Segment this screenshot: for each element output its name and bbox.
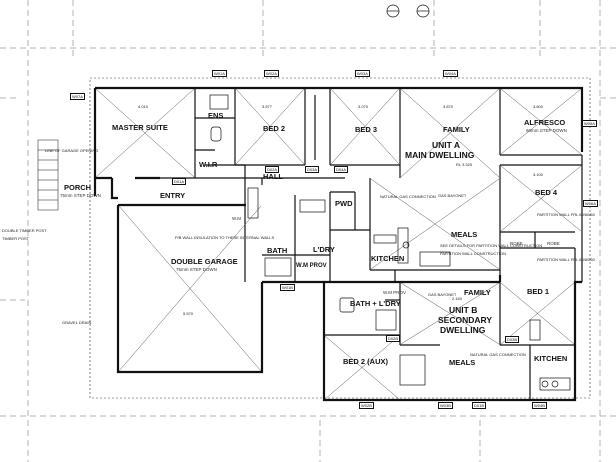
gravel-drain-note: GRAVEL DRAIN <box>62 320 92 325</box>
dim-family-b: 2.160 <box>452 296 463 301</box>
door-tag: D03A <box>305 166 320 173</box>
master-suite-label: MASTER SUITE <box>112 123 168 132</box>
natural-gas-note: NATURAL GAS CONNECTION <box>380 194 436 199</box>
family-label: FAMILY <box>443 125 470 134</box>
dim-bed4: 3.100 <box>533 172 544 177</box>
ceiling-diagonals <box>95 88 582 400</box>
natural-gas-b-note: NATURAL GAS CONNECTION <box>470 352 526 357</box>
meals-label: MEALS <box>451 230 478 239</box>
alfresco-sub: 60mm STEP DOWN <box>526 128 567 133</box>
walls <box>93 86 584 402</box>
partition-wall-note: PARTITION WALL FRL 60/60/60 <box>537 212 595 217</box>
window-tag: W05A <box>582 120 597 127</box>
line-of-garage-note: LINE OF GARAGE OPENING <box>45 148 99 153</box>
porch-sub: 75mm STEP DOWN <box>60 193 101 198</box>
unit-b-subtitle: SECONDARY <box>438 315 492 325</box>
wm-prov-b-label: W.M PROV <box>383 290 407 295</box>
partition-wall-construction-note: PARTITION WALL CONSTRUCTION <box>440 251 507 256</box>
see-details-note: SEE DETAILS FOR PARTITION WALL CONSTRUCT… <box>440 243 543 248</box>
window-tag: W02A <box>264 70 279 77</box>
powder-label: PWD <box>335 199 353 208</box>
double-post-note: DOUBLE TIMBER POST <box>2 228 47 233</box>
boundary-line <box>89 77 591 399</box>
window-tag: W07A <box>70 93 85 100</box>
wm-label: W.M <box>232 216 241 221</box>
garage-insulation-note: P/B WALL INSULATION TO THESE INTERNAL WA… <box>175 235 275 240</box>
porch-label: PORCH <box>64 183 92 192</box>
unit-a-subtitle: MAIN DWELLING <box>405 150 475 160</box>
door-tag: D01B <box>472 402 487 409</box>
dim-bed3: 3.070 <box>358 104 369 109</box>
dim-garage: 5.570 <box>183 311 194 316</box>
double-garage-label: DOUBLE GARAGE <box>171 257 238 266</box>
door-tag: D02A <box>265 166 280 173</box>
bath-laundry-b-label: BATH + L'DRY <box>350 299 401 308</box>
gas-bayonet-note: GAS BAYONET <box>438 193 467 198</box>
dim-master: 4.010 <box>138 104 149 109</box>
door-tag: D03B <box>505 336 520 343</box>
window-tag: W06A <box>583 200 598 207</box>
wm-prov-label: W.M PROV <box>296 263 327 269</box>
laundry-label: L'DRY <box>313 245 335 254</box>
dim-family: 3.870 <box>443 104 454 109</box>
garage-sub: 75mm STEP DOWN <box>176 267 217 272</box>
bed2-label: BED 2 <box>263 124 286 133</box>
alfresco-label: ALFRESCO <box>524 118 566 127</box>
ens-label: ENS <box>208 111 224 120</box>
door-tag: D04A <box>334 166 349 173</box>
window-tag: W04B <box>532 402 547 409</box>
bath-label: BATH <box>267 246 288 255</box>
kitchen-label: KITCHEN <box>371 254 405 263</box>
section-markers <box>386 4 430 18</box>
internal-walls <box>160 88 583 400</box>
robe1-label: ROBE <box>510 241 523 246</box>
dim-bed2: 3.577 <box>262 104 273 109</box>
door-tag: D01A <box>172 178 187 185</box>
timber-post-note: TIMBER POST <box>2 236 30 241</box>
window-tag: W04A <box>443 70 458 77</box>
window-tag: W03A <box>355 70 370 77</box>
bed1-label: BED 1 <box>527 287 550 296</box>
gas-bayonet-b-note: GAS BAYONET <box>428 292 457 297</box>
fixtures <box>209 94 571 391</box>
robe2-label: ROBE <box>547 241 560 246</box>
wir-label: W.I.R <box>199 160 218 169</box>
partition-wall-b-note: PARTITION WALL FRL 60/60/60 <box>537 257 595 262</box>
unit-b-subtitle-2: DWELLING <box>440 325 486 335</box>
window-tag: W03B <box>438 402 453 409</box>
meals-b-label: MEALS <box>449 358 476 367</box>
family-b-label: FAMILY <box>464 288 491 297</box>
unit-a-title: UNIT A <box>432 140 461 150</box>
door-tag: D02B <box>386 335 401 342</box>
dim-alfresco: 3.600 <box>533 104 544 109</box>
bed3-label: BED 3 <box>355 125 378 134</box>
rl-note: RL 3.320 <box>456 162 473 167</box>
window-tag: W02B <box>359 402 374 409</box>
hall-label: HALL <box>263 172 283 181</box>
porch-steps <box>37 139 59 211</box>
window-tag: W01B <box>280 284 295 291</box>
bed4-label: BED 4 <box>535 188 558 197</box>
bed2-aux-label: BED 2 (AUX) <box>343 357 389 366</box>
unit-b-title: UNIT B <box>449 305 478 315</box>
kitchen-b-label: KITCHEN <box>534 354 568 363</box>
entry-label: ENTRY <box>160 191 186 200</box>
window-tag: W01A <box>212 70 227 77</box>
